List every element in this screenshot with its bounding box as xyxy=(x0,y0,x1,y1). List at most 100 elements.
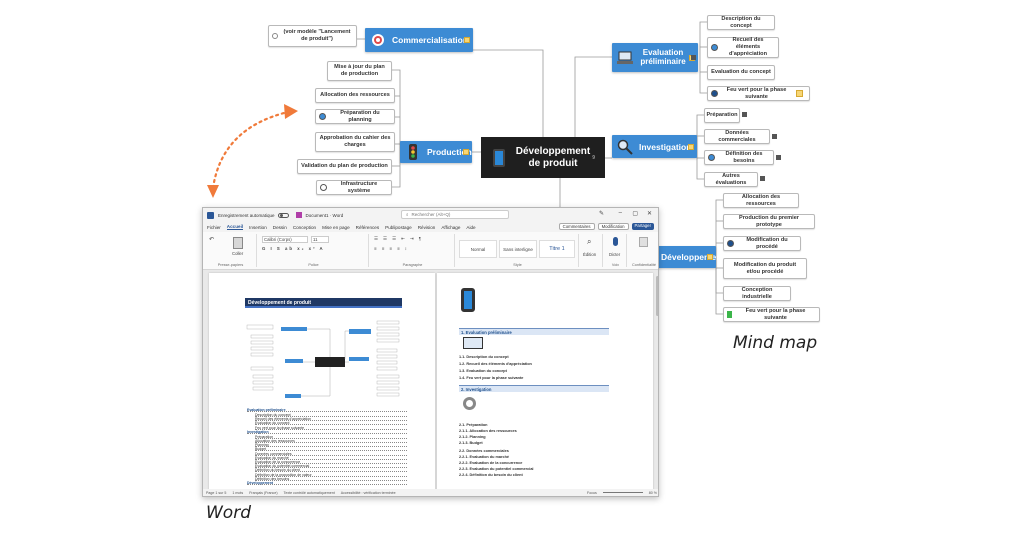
ribbon: ↶ Coller Presse-papiers Calibri (Corps) … xyxy=(203,232,658,270)
hub-investigation[interactable]: Investigation xyxy=(612,135,697,158)
comments-button[interactable]: Commentaires xyxy=(558,223,595,230)
production-child-4[interactable]: Approbation du cahier des charges xyxy=(315,132,395,152)
group-clipboard: ↶ Coller Presse-papiers xyxy=(205,234,257,267)
collapse-marker[interactable] xyxy=(760,176,765,181)
developpement-child-5[interactable]: Conception industrielle xyxy=(723,286,791,301)
autosave-toggle[interactable] xyxy=(277,212,289,218)
word-count[interactable]: 1 mots xyxy=(232,490,244,495)
maximize-button[interactable]: ▢ xyxy=(632,211,638,217)
production-child-5[interactable]: Validation du plan de production xyxy=(297,159,392,174)
toc-line[interactable]: Evaluation du potentiel commercial xyxy=(255,464,407,469)
style-normal[interactable]: Normal xyxy=(459,240,497,258)
magnifier-image xyxy=(463,397,476,410)
investigation-child-1[interactable]: Préparation xyxy=(704,108,740,123)
investigation-child-4[interactable]: Autres évaluations xyxy=(704,172,758,187)
collapse-marker[interactable] xyxy=(742,112,747,117)
zoom-slider[interactable] xyxy=(602,492,643,493)
font-name-select[interactable]: Calibri (Corps) xyxy=(262,236,308,243)
toc-line[interactable]: Investigation xyxy=(247,430,407,434)
font-format-buttons[interactable]: G I S ab x₂ x² A xyxy=(262,246,325,251)
toc-line[interactable]: Définition du besoin du client xyxy=(255,468,407,473)
hub-developpement[interactable]: Développement xyxy=(657,246,724,268)
search-input[interactable]: ⌕Rechercher (Alt+Q) xyxy=(401,210,509,219)
progress-icon xyxy=(711,44,718,51)
toc-line[interactable]: Définition des besoins xyxy=(255,477,407,481)
page-count[interactable]: Page 1 sur 5 xyxy=(206,490,227,495)
undo-icon[interactable]: ↶ xyxy=(209,237,215,243)
tab-conception[interactable]: Conception xyxy=(292,224,317,230)
investigation-child-3[interactable]: Définition des besoins xyxy=(704,150,774,165)
font-size-select[interactable]: 11 xyxy=(311,236,329,243)
hub-production[interactable]: Production xyxy=(400,141,472,163)
production-child-1[interactable]: Mise à jour du plan de production xyxy=(327,61,392,81)
evaluation-child-3[interactable]: Evaluation du concept xyxy=(707,65,775,80)
tab-accueil[interactable]: Accueil xyxy=(226,224,244,230)
microphone-icon[interactable] xyxy=(613,237,618,246)
tab-revision[interactable]: Révision xyxy=(417,224,436,230)
toc-line[interactable]: Allocation des ressources xyxy=(255,439,407,443)
tab-affichage[interactable]: Affichage xyxy=(441,224,461,230)
close-button[interactable]: ✕ xyxy=(646,211,652,217)
toc-line[interactable]: Budget xyxy=(255,447,407,452)
evaluation-child-1[interactable]: Description du concept xyxy=(707,15,775,30)
editing-mode-button[interactable]: Modification xyxy=(597,223,629,230)
toc-line[interactable]: Evaluation de la concurrence xyxy=(255,460,407,464)
production-child-3[interactable]: Préparation du planning xyxy=(315,109,395,124)
developpement-child-2[interactable]: Production du premier prototype xyxy=(723,214,815,229)
developpement-child-1[interactable]: Allocation des ressources xyxy=(723,193,799,208)
focus-button[interactable]: Focus xyxy=(587,490,597,495)
tab-mise-en-page[interactable]: Mise en page xyxy=(322,224,350,230)
tab-publipostage[interactable]: Publipostage xyxy=(385,224,412,230)
toc-line[interactable]: Evaluation du concept xyxy=(255,421,407,426)
commercialisation-child[interactable]: (voir modèle "Lancement de produit") xyxy=(268,25,357,47)
hub-evaluation[interactable]: Evaluation préliminaire xyxy=(612,43,698,72)
vertical-scrollbar[interactable] xyxy=(656,276,658,316)
share-button[interactable]: Partager xyxy=(631,223,654,230)
paste-icon[interactable] xyxy=(233,237,243,249)
style-no-spacing[interactable]: Sans interligne xyxy=(499,240,537,258)
style-heading-1[interactable]: Titre 1 xyxy=(539,240,575,258)
search-icon[interactable]: ⌕ xyxy=(587,237,592,246)
toc-line[interactable]: Feu vert pour la phase suivante xyxy=(255,426,407,430)
toc-line[interactable]: Evaluation du marché xyxy=(255,456,407,460)
collapse-marker[interactable] xyxy=(776,155,781,160)
zoom-level[interactable]: 80 % xyxy=(648,490,657,495)
toc-line[interactable]: Préparation xyxy=(255,435,407,439)
developpement-child-4[interactable]: Modification du produit et/ou procédé xyxy=(723,258,807,279)
tab-fichier[interactable]: Fichier xyxy=(207,224,221,230)
production-child-6[interactable]: Infrastructure système xyxy=(316,180,392,195)
list-buttons[interactable]: ☰ ☰ ☰ ⇤ ⇥ ¶ xyxy=(374,236,424,241)
developpement-child-3[interactable]: Modification du procédé xyxy=(723,236,801,251)
evaluation-child-2[interactable]: Recueil des éléments d'appréciation xyxy=(707,37,779,58)
toc-line[interactable]: Planning xyxy=(255,443,407,448)
production-child-2[interactable]: Allocation des ressources xyxy=(315,88,395,103)
central-node[interactable]: Développement de produit 9 xyxy=(481,137,605,178)
word-window[interactable]: Enregistrement automatique Document1 · W… xyxy=(202,207,659,497)
pen-icon[interactable]: ✎ xyxy=(598,211,604,217)
tab-dessin[interactable]: Dessin xyxy=(272,224,287,230)
toc-line[interactable]: Recueil des éléments d'appréciation xyxy=(255,417,407,422)
minimize-button[interactable]: – xyxy=(618,210,622,216)
language[interactable]: Français (France) xyxy=(249,490,278,495)
collapse-marker[interactable] xyxy=(691,55,696,60)
evaluation-child-4[interactable]: Feu vert pour la phase suivante xyxy=(707,86,810,101)
group-paragraph: ☰ ☰ ☰ ⇤ ⇥ ¶ ≡ ≡ ≡ ≡ ↕ Paragraphe xyxy=(371,234,455,267)
toc-line[interactable]: Développement xyxy=(247,481,407,485)
accessibility-status[interactable]: Accessibilité : vérification terminée xyxy=(340,490,396,495)
toc-line[interactable]: Données commerciales xyxy=(255,452,407,456)
toc-line[interactable]: Description du concept xyxy=(255,413,407,417)
tab-insertion[interactable]: Insertion xyxy=(249,224,267,230)
tab-aide[interactable]: Aide xyxy=(466,224,476,230)
tab-references[interactable]: Références xyxy=(355,224,380,230)
central-count: 9 xyxy=(592,155,595,162)
save-icon[interactable] xyxy=(295,212,302,218)
document-area[interactable]: Développement de produit Evaluation prél… xyxy=(203,270,658,491)
sensitivity-icon[interactable] xyxy=(639,237,648,247)
toc-line[interactable]: Evaluation préliminaire xyxy=(247,408,407,412)
developpement-child-6[interactable]: Feu vert pour la phase suivante xyxy=(723,307,820,322)
toc-line[interactable]: Définition de la proposition de valeur xyxy=(255,473,407,477)
investigation-child-2[interactable]: Données commerciales xyxy=(704,129,770,144)
collapse-marker[interactable] xyxy=(772,134,777,139)
align-buttons[interactable]: ≡ ≡ ≡ ≡ ↕ xyxy=(374,246,409,251)
hub-commercialisation[interactable]: Commercialisation xyxy=(365,28,473,52)
